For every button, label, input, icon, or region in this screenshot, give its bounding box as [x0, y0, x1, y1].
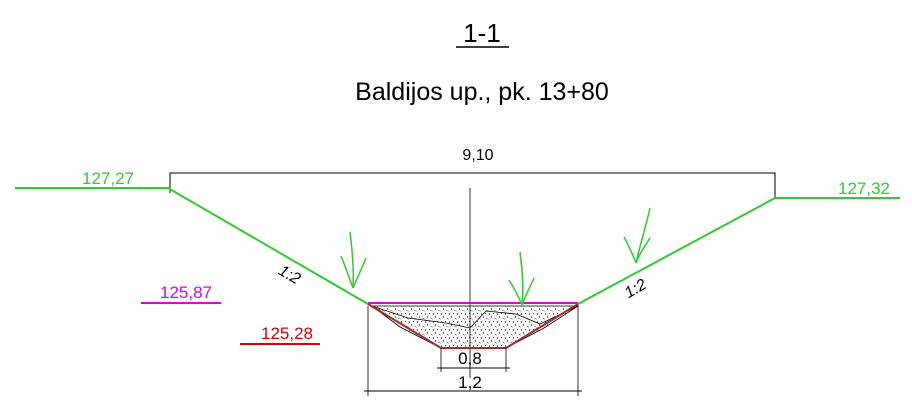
water-level-elevation: 125,87: [160, 283, 212, 302]
top-width-dimension: [169, 172, 776, 198]
bottom-outer-label: 1,2: [458, 373, 482, 392]
ground-line-right: [577, 197, 900, 305]
bed-level-elevation: 125,28: [261, 324, 313, 343]
grass-icon: [623, 207, 651, 264]
right-slope-label: 1:2: [622, 276, 650, 302]
bed-gravel-fill: [370, 305, 580, 349]
left-slope-label: 1:2: [275, 262, 303, 288]
section-title: 1-1: [463, 18, 501, 48]
left-bank-elevation: 127,27: [82, 169, 134, 188]
right-bank-elevation: 127,32: [838, 179, 890, 198]
section-subtitle: Baldijos up., pk. 13+80: [355, 78, 609, 106]
bed-line: [367, 303, 579, 349]
bottom-inner-label: 0,8: [458, 349, 482, 368]
ground-line-left: [15, 187, 369, 305]
grass-icon: [340, 231, 367, 289]
grass-icon: [508, 251, 535, 306]
top-width-label: 9,10: [462, 147, 493, 164]
bed-gravel-top: [371, 305, 579, 329]
